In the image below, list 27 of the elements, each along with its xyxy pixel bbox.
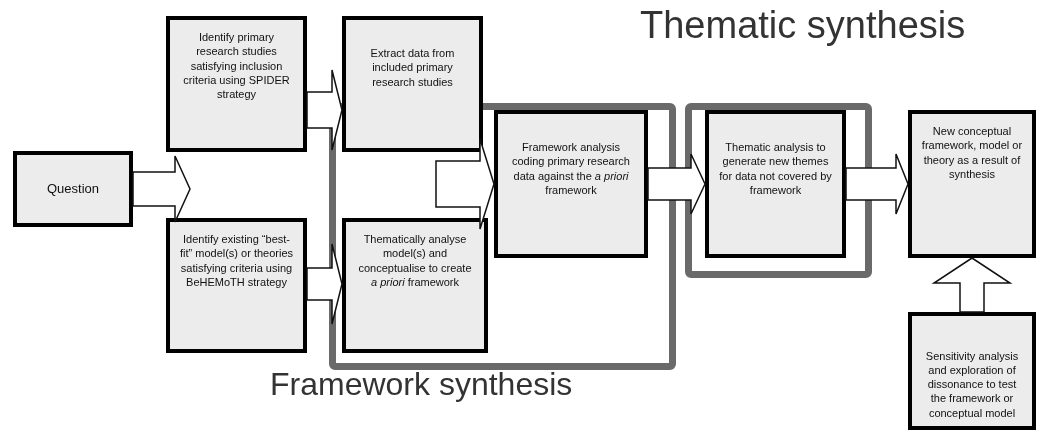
group-title: Framework synthesis xyxy=(270,368,573,400)
process-box xyxy=(908,312,1036,430)
block-arrow xyxy=(306,243,343,325)
process-box xyxy=(494,110,648,258)
box-text: Extract data from included primary research studies xyxy=(369,46,456,89)
box-text: Sensitivity analysis and exploration of dissonance to test the framework or conceptual model xyxy=(924,348,1020,420)
process-box xyxy=(342,16,483,152)
box-text: Thematically analyse model(s) and conceptualise to create a priori framework xyxy=(357,232,473,290)
block-arrow xyxy=(306,69,343,151)
process-box xyxy=(166,16,307,152)
block-arrow xyxy=(931,257,1013,313)
group-title: Thematic synthesis xyxy=(640,6,966,44)
box-text: Thematic analysis to generate new themes for data not covered by framework xyxy=(718,140,833,198)
box-text: Framework analysis coding primary research data against the a priori framework xyxy=(511,140,631,198)
block-arrow xyxy=(132,155,191,223)
block-arrow xyxy=(647,153,706,215)
process-box xyxy=(342,218,488,353)
block-arrow xyxy=(435,138,495,230)
box-text: Identify existing “best-fit” model(s) or theories satisfying criteria using BeHEMoTH strategy xyxy=(178,232,295,290)
box-text: Question xyxy=(46,180,99,198)
process-box xyxy=(13,151,133,227)
process-box xyxy=(705,110,846,258)
process-box xyxy=(166,218,307,353)
process-box xyxy=(908,110,1036,258)
block-arrow xyxy=(845,153,909,215)
box-text: Identify primary research studies satisfying inclusion criteria using SPIDER strategy xyxy=(182,30,291,102)
box-text: New conceptual framework, model or theory as a result of synthesis xyxy=(920,124,1024,182)
